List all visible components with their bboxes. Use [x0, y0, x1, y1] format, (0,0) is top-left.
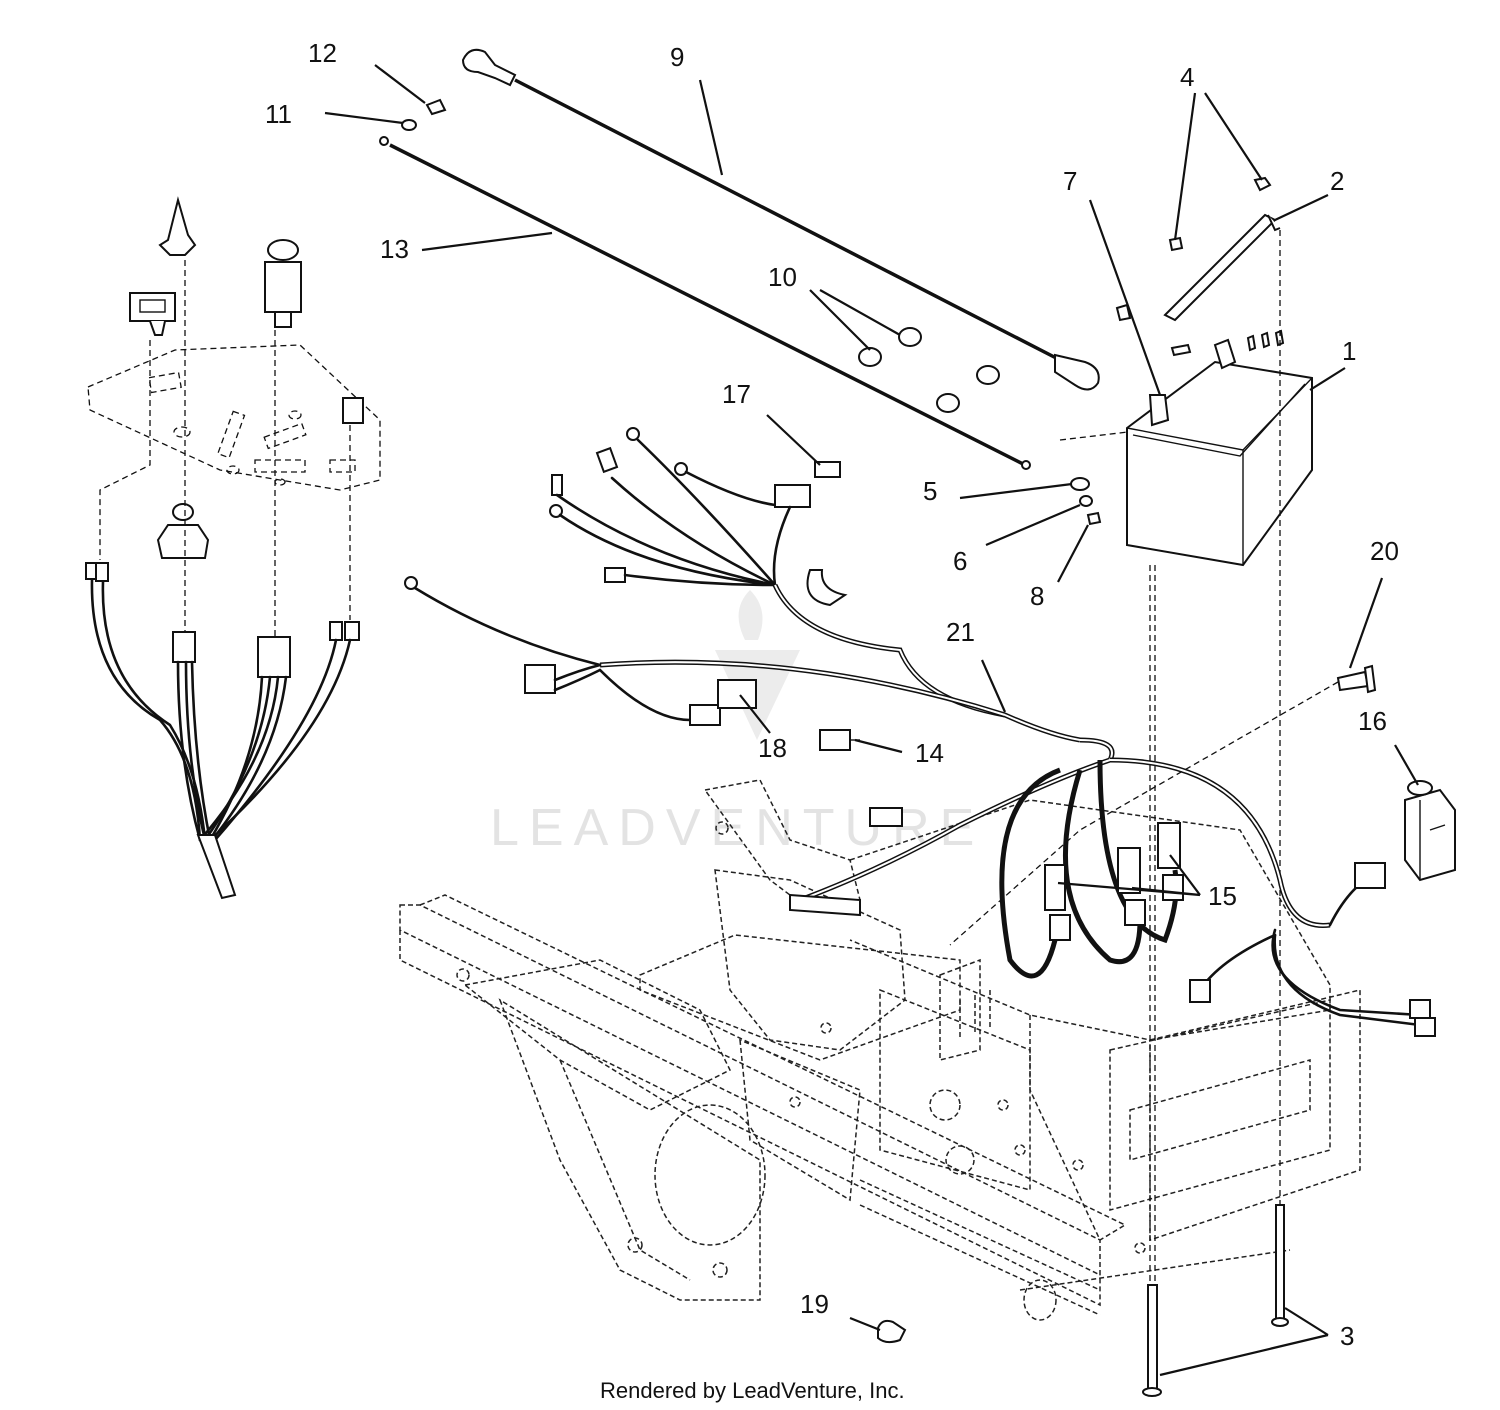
lock-washer-6	[1079, 495, 1093, 507]
callout-labels: 1 2 3 4 5 6 7 8 9 10 11 12 13 14 15 16 1…	[265, 38, 1399, 1351]
connector-d	[1354, 862, 1386, 889]
callout-8: 8	[1030, 581, 1044, 611]
washer-11	[401, 119, 417, 131]
fuse-holder	[774, 484, 811, 508]
watermark: LEADVENTURE	[490, 590, 984, 857]
callout-18: 18	[758, 733, 787, 763]
pto-switch	[264, 261, 302, 313]
light-switch	[129, 292, 176, 322]
callout-15: 15	[1208, 881, 1237, 911]
relay-18	[717, 679, 757, 709]
connector-c	[869, 807, 903, 827]
switch-15c	[1157, 822, 1181, 869]
callout-5: 5	[923, 476, 937, 506]
bolt-7	[1115, 303, 1132, 322]
callout-21: 21	[946, 617, 975, 647]
pto-knob	[267, 239, 299, 261]
battery-cable-ring-top	[461, 48, 517, 87]
interlock-switch	[342, 397, 364, 424]
bolt-12	[425, 98, 447, 116]
callout-20: 20	[1370, 536, 1399, 566]
callout-19: 19	[800, 1289, 829, 1319]
callout-17: 17	[722, 379, 751, 409]
callout-4: 4	[1180, 62, 1194, 92]
terminal-boot-c	[976, 365, 1000, 385]
clip-19	[877, 1319, 907, 1344]
fuse-17	[814, 461, 841, 478]
battery-cables	[379, 48, 1100, 470]
callout-13: 13	[380, 234, 409, 264]
harness-clamp	[806, 569, 848, 607]
connector-a	[524, 664, 556, 694]
battery-terminal-negative	[1148, 394, 1170, 427]
nut-8	[1086, 511, 1102, 526]
starter-solenoid	[1404, 788, 1456, 882]
watermark-text: LEADVENTURE	[490, 799, 984, 857]
callout-14: 14	[915, 738, 944, 768]
battery-terminal-positive	[1213, 338, 1237, 370]
throttle-knob	[158, 196, 197, 256]
battery	[1126, 360, 1313, 567]
washer-5	[1070, 477, 1090, 491]
battery-assembly	[1059, 176, 1313, 1397]
callout-7: 7	[1063, 166, 1077, 196]
footer-credit: Rendered by LeadVenture, Inc.	[600, 1378, 905, 1403]
terminal-boot-a	[898, 327, 922, 347]
leader-lines	[324, 64, 1419, 1377]
ignition-switch	[156, 524, 210, 559]
diode-14	[819, 729, 851, 751]
callout-6: 6	[953, 546, 967, 576]
battery-rod-b	[1275, 1204, 1285, 1321]
callout-16: 16	[1358, 706, 1387, 736]
switch-15a	[1044, 864, 1066, 911]
callout-10: 10	[768, 262, 797, 292]
callout-3: 3	[1340, 1321, 1354, 1351]
callout-9: 9	[670, 42, 684, 72]
battery-rod-a	[1147, 1284, 1158, 1391]
bolt-20	[1336, 670, 1370, 692]
callout-1: 1	[1342, 336, 1356, 366]
callout-2: 2	[1330, 166, 1344, 196]
connector-b	[689, 704, 721, 726]
battery-hold-down	[1163, 213, 1277, 322]
dash-panel-assembly	[85, 196, 381, 900]
wing-nut-b	[1168, 236, 1184, 252]
terminal-boot-b	[858, 347, 882, 367]
wing-nut-a	[1253, 176, 1272, 192]
chassis-frame	[399, 779, 1361, 1321]
main-wiring-harness	[404, 427, 1456, 1037]
battery-cable-ring-bottom	[1054, 353, 1100, 391]
switch-15b	[1117, 847, 1141, 894]
terminal-boot-d	[936, 393, 960, 413]
callout-12: 12	[308, 38, 337, 68]
callout-11: 11	[265, 99, 292, 129]
